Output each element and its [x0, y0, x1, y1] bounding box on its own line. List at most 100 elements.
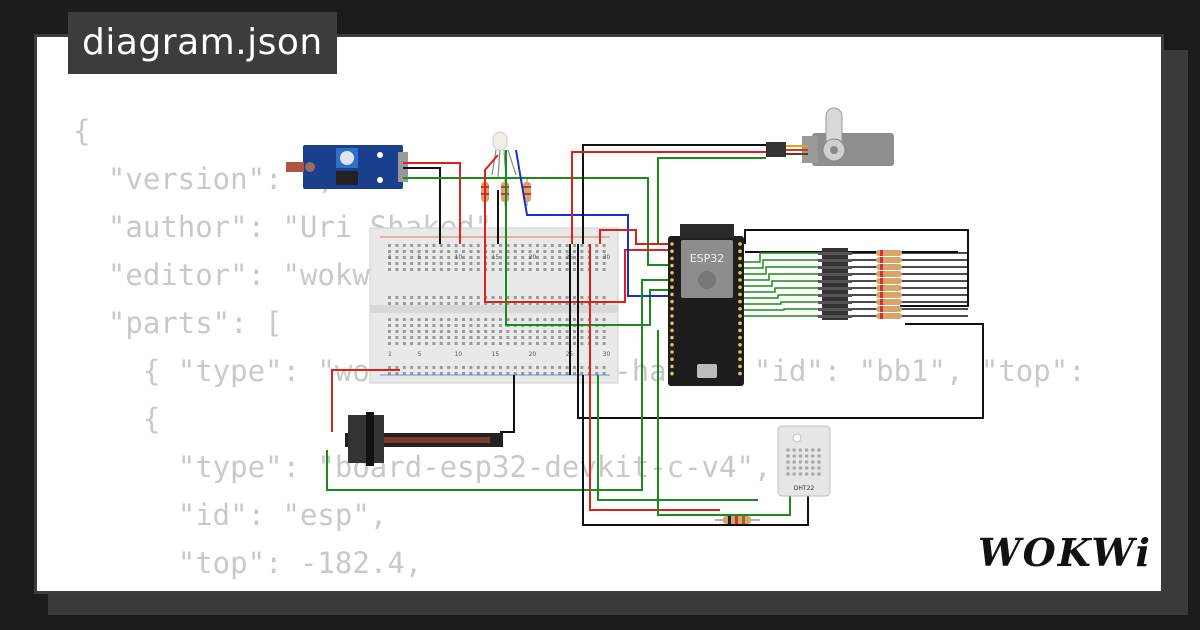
breadboard-hole [573, 372, 576, 375]
dht-vent [817, 448, 821, 452]
bar-resistor [876, 306, 902, 312]
dht-vent [798, 472, 803, 476]
breadboard-number: 1 [388, 254, 392, 261]
breadboard-hole [602, 342, 606, 345]
breadboard-hole [595, 330, 599, 333]
breadboard-hole [484, 330, 488, 333]
bar-segment [818, 301, 852, 304]
breadboard-hole [410, 302, 414, 305]
esp-pin [670, 335, 674, 340]
breadboard-hole [499, 250, 502, 253]
breadboard-hole [462, 342, 465, 345]
breadboard-hole [432, 366, 436, 369]
breadboard-hole [528, 366, 532, 369]
breadboard-hole [595, 244, 599, 247]
breadboard-hole [388, 244, 391, 247]
breadboard-hole [395, 324, 399, 327]
breadboard-hole [410, 330, 414, 333]
breadboard-hole [454, 330, 458, 333]
breadboard-number: 20 [529, 254, 537, 261]
breadboard-hole [388, 302, 391, 305]
esp-pin [738, 335, 742, 340]
wokwi-logo: WOKWi [978, 530, 1152, 575]
esp-pin [670, 350, 674, 354]
bar-wire [744, 287, 818, 293]
breadboard-hole [425, 244, 428, 247]
breadboard-hole [602, 318, 606, 321]
breadboard-hole [395, 318, 399, 321]
dht-vent [786, 466, 790, 470]
breadboard-hole [602, 372, 606, 375]
breadboard-hole [469, 244, 473, 247]
breadboard-hole [447, 324, 451, 327]
breadboard-hole [499, 256, 502, 259]
breadboard-hole [499, 268, 502, 271]
breadboard-hole [521, 262, 525, 265]
esp-pin [670, 299, 674, 304]
bar-segment [818, 280, 852, 283]
breadboard-hole [580, 366, 584, 369]
resistor-band [880, 285, 883, 291]
breadboard-hole [565, 372, 569, 375]
dht-vent [792, 454, 796, 458]
dht-vent [804, 454, 809, 458]
breadboard-hole [388, 268, 391, 271]
breadboard-hole [432, 336, 436, 339]
breadboard-hole [595, 262, 599, 265]
breadboard-hole [402, 250, 406, 253]
breadboard-hole [439, 324, 443, 327]
breadboard-hole [536, 250, 539, 253]
dht-vent [786, 448, 790, 452]
breadboard-hole [484, 342, 488, 345]
breadboard-hole [417, 318, 421, 321]
breadboard-hole [476, 336, 480, 339]
breadboard-hole [536, 342, 539, 345]
breadboard-hole [595, 342, 599, 345]
breadboard-hole [447, 262, 451, 265]
breadboard-hole [476, 318, 480, 321]
breadboard-hole [395, 372, 399, 375]
resistor-band [880, 292, 883, 298]
breadboard-hole [388, 262, 391, 265]
breadboard-hole [417, 244, 421, 247]
breadboard-hole [491, 250, 495, 253]
resistor-band [523, 193, 531, 195]
breadboard-hole [425, 366, 428, 369]
breadboard-hole [439, 336, 443, 339]
dht-vent [804, 448, 809, 452]
pullup-resistor [715, 516, 760, 524]
breadboard-hole [388, 366, 391, 369]
file-title: diagram.json [68, 12, 337, 74]
breadboard-hole [528, 250, 532, 253]
breadboard-hole [484, 336, 488, 339]
dht-vent [804, 472, 809, 476]
breadboard-hole [550, 366, 554, 369]
resistor-band [880, 313, 883, 319]
breadboard-hole [528, 342, 532, 345]
breadboard-hole [602, 330, 606, 333]
breadboard-hole [558, 262, 562, 265]
breadboard-hole [491, 372, 495, 375]
breadboard-hole [395, 268, 399, 271]
breadboard-hole [476, 324, 480, 327]
breadboard-hole [550, 256, 554, 259]
breadboard-hole [595, 296, 599, 299]
dht-vent [786, 454, 790, 458]
dht-vent [811, 472, 815, 476]
breadboard-hole [476, 330, 480, 333]
breadboard-hole [410, 372, 414, 375]
breadboard-hole [580, 302, 584, 305]
breadboard-hole [513, 372, 517, 375]
breadboard-hole [513, 256, 517, 259]
breadboard-hole [402, 336, 406, 339]
breadboard-hole [580, 330, 584, 333]
breadboard-hole [491, 318, 495, 321]
bar-resistor [876, 257, 902, 263]
breadboard-hole [447, 330, 451, 333]
breadboard-hole [454, 296, 458, 299]
bar-wire [744, 308, 818, 311]
breadboard-hole [573, 342, 576, 345]
breadboard-hole [388, 330, 391, 333]
bar-wire [744, 252, 818, 263]
resistor-band [880, 299, 883, 305]
